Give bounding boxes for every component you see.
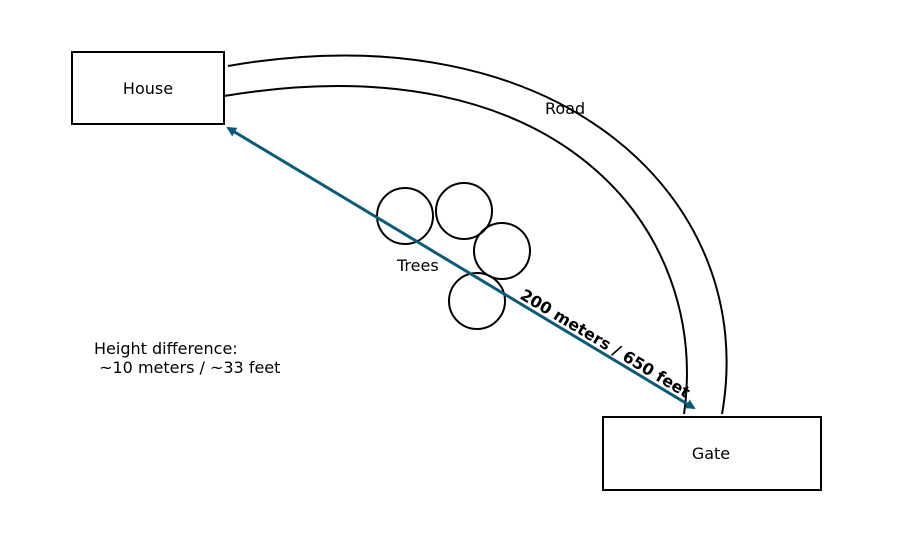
gate-box	[602, 416, 822, 491]
gate-label: Gate	[692, 444, 730, 463]
road-label: Road	[545, 99, 585, 118]
road-inner-edge	[223, 85, 688, 415]
distance-arrow	[226, 126, 696, 410]
house-box	[71, 51, 225, 125]
height-difference-label: Height difference: ~10 meters / ~33 feet	[94, 339, 280, 377]
house-label: House	[123, 79, 173, 98]
height-difference-line2: ~10 meters / ~33 feet	[94, 358, 280, 377]
house-node: House	[71, 51, 225, 125]
distance-label: 200 meters / 650 feet	[517, 285, 694, 402]
gate-node: Gate	[602, 416, 822, 491]
tree-icon	[448, 272, 506, 330]
height-difference-line1: Height difference:	[94, 339, 238, 358]
tree-icon	[473, 222, 531, 280]
trees-label: Trees	[396, 256, 439, 275]
